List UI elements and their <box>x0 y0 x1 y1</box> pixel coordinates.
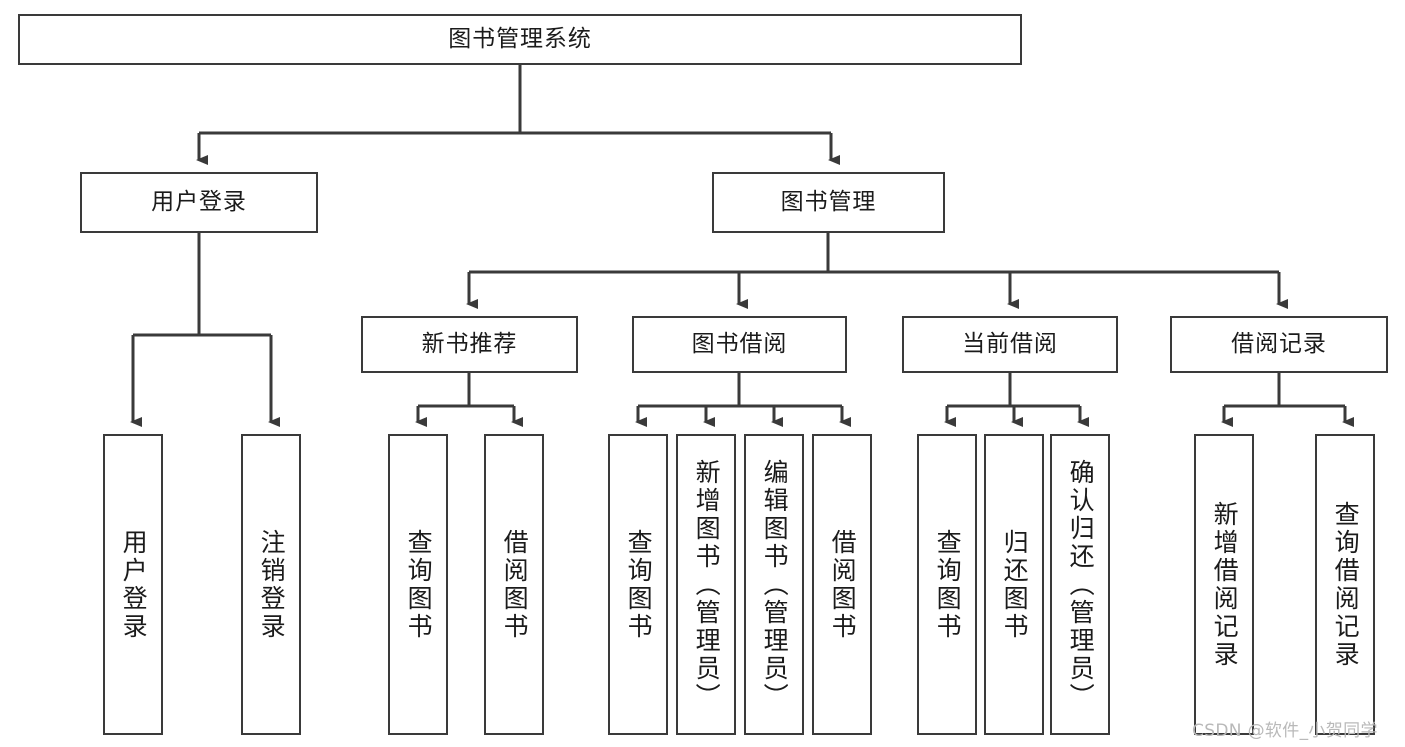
leaf-query-book-borrow-label: 查询图书 <box>624 528 654 641</box>
node-new-book-recommend[interactable]: 新书推荐 <box>361 316 578 373</box>
leaf-query-book-recommend[interactable]: 查询图书 <box>388 434 448 735</box>
leaf-confirm-return-admin-label: 确认归还（管理员） <box>1066 458 1096 711</box>
node-root-label: 图书管理系统 <box>448 25 592 52</box>
leaf-query-book-current-label: 查询图书 <box>933 528 963 641</box>
leaf-query-book-current[interactable]: 查询图书 <box>917 434 977 735</box>
leaf-query-borrow-record-label: 查询借阅记录 <box>1331 500 1361 669</box>
leaf-logout[interactable]: 注销登录 <box>241 434 301 735</box>
leaf-query-book-recommend-label: 查询图书 <box>404 528 434 641</box>
leaf-query-borrow-record[interactable]: 查询借阅记录 <box>1315 434 1375 735</box>
node-current-borrow[interactable]: 当前借阅 <box>902 316 1118 373</box>
node-book-management[interactable]: 图书管理 <box>712 172 945 233</box>
leaf-confirm-return-admin[interactable]: 确认归还（管理员） <box>1050 434 1110 735</box>
leaf-borrow-book-label: 借阅图书 <box>828 528 858 641</box>
node-borrow-record-label: 借阅记录 <box>1231 330 1327 357</box>
leaf-borrow-book-recommend-label: 借阅图书 <box>500 528 530 641</box>
leaf-return-book[interactable]: 归还图书 <box>984 434 1044 735</box>
node-borrow-record[interactable]: 借阅记录 <box>1170 316 1388 373</box>
node-book-borrow[interactable]: 图书借阅 <box>632 316 847 373</box>
leaf-add-book-admin-label: 新增图书（管理员） <box>692 458 722 711</box>
node-book-borrow-label: 图书借阅 <box>691 330 788 357</box>
leaf-edit-book-admin[interactable]: 编辑图书（管理员） <box>744 434 804 735</box>
node-user-login-label: 用户登录 <box>151 188 247 215</box>
leaf-borrow-book[interactable]: 借阅图书 <box>812 434 872 735</box>
leaf-add-borrow-record-label: 新增借阅记录 <box>1210 500 1240 669</box>
node-new-book-recommend-label: 新书推荐 <box>421 330 518 357</box>
node-book-management-label: 图书管理 <box>780 188 877 215</box>
leaf-query-book-borrow[interactable]: 查询图书 <box>608 434 668 735</box>
leaf-borrow-book-recommend[interactable]: 借阅图书 <box>484 434 544 735</box>
leaf-add-borrow-record[interactable]: 新增借阅记录 <box>1194 434 1254 735</box>
leaf-user-login[interactable]: 用户登录 <box>103 434 163 735</box>
leaf-logout-label: 注销登录 <box>257 528 287 641</box>
node-current-borrow-label: 当前借阅 <box>962 330 1058 357</box>
csdn-watermark: CSDN @软件_小贺同学 <box>1192 721 1378 741</box>
leaf-user-login-label: 用户登录 <box>119 528 149 641</box>
leaf-add-book-admin[interactable]: 新增图书（管理员） <box>676 434 736 735</box>
leaf-return-book-label: 归还图书 <box>1000 528 1030 641</box>
node-user-login[interactable]: 用户登录 <box>80 172 318 233</box>
leaf-edit-book-admin-label: 编辑图书（管理员） <box>760 458 790 711</box>
node-root[interactable]: 图书管理系统 <box>18 14 1022 65</box>
